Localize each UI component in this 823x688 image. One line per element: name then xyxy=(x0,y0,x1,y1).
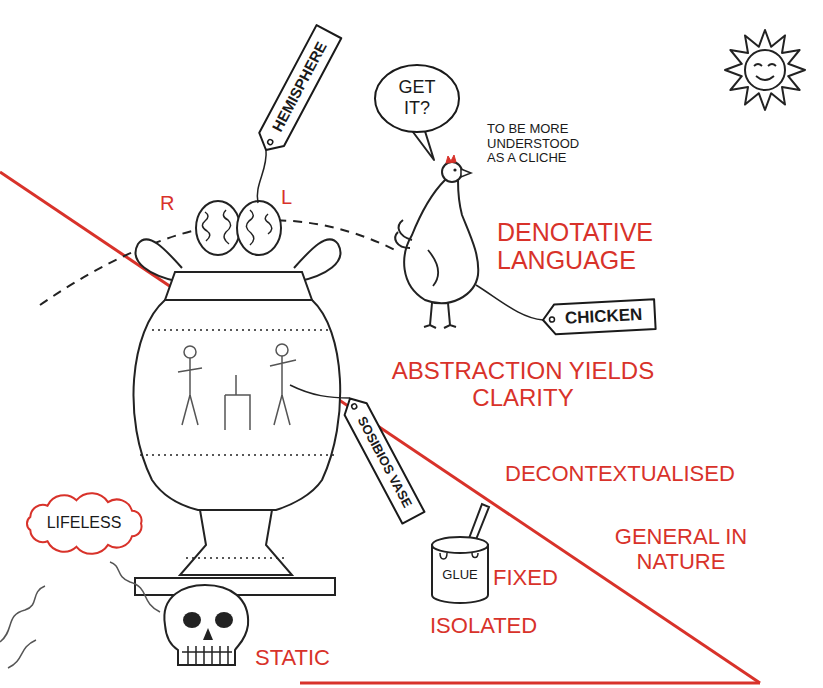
sun-doodle xyxy=(725,30,805,110)
hemisphere-tag: HEMISPHERE xyxy=(254,25,342,156)
tag-shape xyxy=(254,25,342,156)
chicken-doodle xyxy=(395,155,478,328)
chicken-eye xyxy=(453,168,456,171)
vase-body xyxy=(133,300,340,510)
handwritten-note: TO BE MORE UNDERSTOOD AS A CLICHE xyxy=(487,122,599,166)
concept-label: GENERAL IN NATURE xyxy=(590,525,772,574)
tag-hole xyxy=(549,317,554,322)
tag-string xyxy=(476,285,543,320)
thought-cloud: LIFELESS xyxy=(24,496,145,551)
chicken-tail xyxy=(395,220,412,248)
vase-foot xyxy=(180,510,292,575)
text-holder: CHICKEN xyxy=(564,305,642,329)
tag-hole xyxy=(267,139,274,146)
hemisphere-letter: R xyxy=(160,192,174,214)
triangle-base xyxy=(300,682,760,685)
figure-head xyxy=(276,344,288,356)
node-text: GET IT? xyxy=(391,77,443,118)
chicken-legs xyxy=(424,303,456,328)
hemisphere-letter: L xyxy=(281,186,292,208)
tag-hole xyxy=(351,403,358,410)
can-lid xyxy=(432,537,488,553)
sun-rays xyxy=(725,30,805,110)
skull-cranium xyxy=(164,585,248,665)
concept-label: ISOLATED xyxy=(430,614,537,639)
text-holder: HEMISPHERE xyxy=(269,39,331,135)
concept-label: STATIC xyxy=(255,646,330,671)
concept-label: FIXED xyxy=(493,566,558,591)
vase-doodle xyxy=(133,239,340,575)
cloud-shape xyxy=(26,493,141,554)
tag-string xyxy=(290,385,350,398)
node-text: HEMISPHERE xyxy=(269,39,331,135)
sun-face xyxy=(745,50,785,90)
bubble-shape xyxy=(375,65,459,132)
concept-label: ABSTRACTION YIELDS CLARITY xyxy=(382,358,664,412)
skull-eye xyxy=(215,612,233,628)
skull-teeth xyxy=(182,646,232,664)
smoke-squiggle xyxy=(0,586,45,668)
tag-shape xyxy=(339,392,424,523)
chicken-body xyxy=(404,180,478,303)
vase-figures xyxy=(178,344,296,430)
speech-bubble: GET IT? xyxy=(374,64,460,133)
brain-doodle xyxy=(196,201,281,255)
sun-smile xyxy=(754,64,776,80)
chicken-head xyxy=(442,162,462,182)
skull-doodle xyxy=(164,585,248,665)
brain-lobe xyxy=(237,201,281,255)
vase-band xyxy=(186,557,286,559)
skull-eye xyxy=(183,612,201,628)
tag-string xyxy=(257,150,266,203)
text-holder: GET IT? xyxy=(391,77,443,118)
brain-folds xyxy=(202,210,271,245)
node-text: CHICKEN xyxy=(564,305,642,329)
vase-tag: SOSIBIOS VASE xyxy=(339,392,424,523)
glue-drip xyxy=(440,553,478,559)
speech-tail xyxy=(410,128,434,160)
figure-body xyxy=(270,356,296,425)
figure-head xyxy=(184,346,196,358)
skull-nose xyxy=(203,628,213,640)
text-holder: LIFELESS xyxy=(47,514,122,532)
chicken-comb xyxy=(446,155,456,163)
chicken-beak xyxy=(461,169,471,177)
can-label: GLUE xyxy=(441,568,479,583)
chicken-wing xyxy=(428,250,438,286)
concept-label: DENOTATIVE LANGUAGE xyxy=(497,218,707,274)
chicken-tag: CHICKEN xyxy=(542,299,655,335)
glue-can xyxy=(432,504,489,603)
triangle-edge xyxy=(0,172,760,683)
text-holder: SOSIBIOS VASE xyxy=(354,414,415,510)
figure-table xyxy=(225,375,250,430)
figure-body xyxy=(178,358,202,425)
node-text: SOSIBIOS VASE xyxy=(354,414,415,510)
brush-handle xyxy=(468,504,489,542)
concept-label: DECONTEXTUALISED xyxy=(505,462,735,487)
tag-shape xyxy=(542,299,655,335)
node-text: LIFELESS xyxy=(47,514,122,532)
vase-neck xyxy=(165,272,312,300)
smoke-squiggle xyxy=(110,562,160,612)
